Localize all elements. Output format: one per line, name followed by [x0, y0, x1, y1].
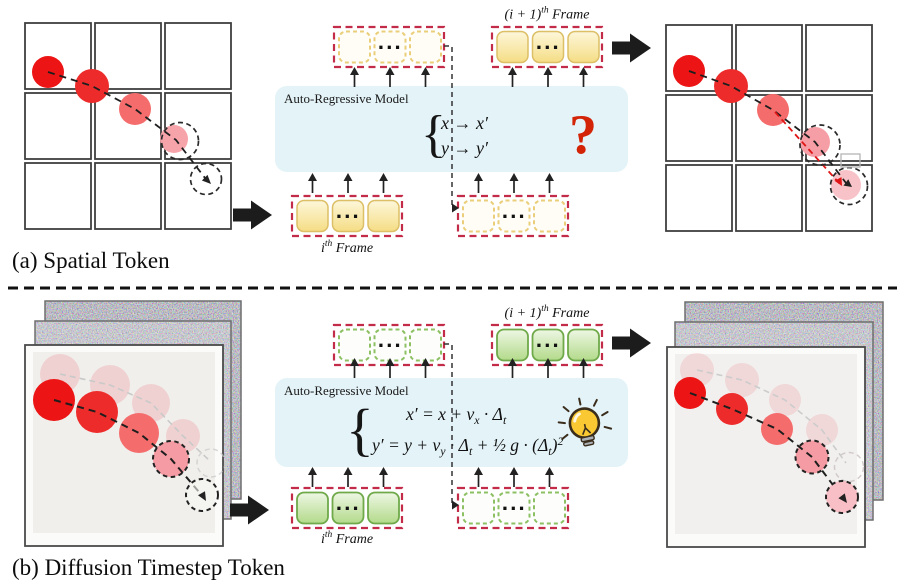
- input-frame-token-group-a: [290, 194, 404, 238]
- equation-b-line1: x′ = x + vx · Δt: [405, 404, 507, 427]
- trajectory-ball: [76, 391, 118, 433]
- input-frame-label-b: ith Frame: [321, 530, 373, 547]
- question-mark-icon: ?: [569, 104, 597, 166]
- input-frame-grid: [24, 22, 232, 230]
- auto-regressive-model-box-b: [275, 378, 628, 467]
- trajectory-ball: [716, 393, 748, 425]
- trajectory-ball: [119, 413, 159, 453]
- arrowhead: [201, 174, 211, 184]
- output-frame-label-a: (i + 1)th Frame: [505, 6, 590, 23]
- output-frame-label-b: (i + 1)th Frame: [505, 304, 590, 321]
- big-arrow-right-icon: [233, 200, 272, 230]
- trajectory-path: [688, 70, 847, 184]
- predicted-path-red: [774, 111, 841, 185]
- panel-b-diffusion-timestep-token: Auto-Regressive Model { x′ = x + vx · Δt…: [12, 300, 884, 580]
- big-arrow-right-icon: [230, 495, 269, 525]
- ghost-ring: [833, 451, 865, 483]
- dashed-position-ring: [160, 121, 200, 161]
- trajectory-input-b: [33, 354, 226, 512]
- lightbulb-icon: [557, 397, 613, 447]
- input-arrows: [473, 172, 555, 194]
- trajectory-ball: [757, 94, 789, 126]
- feedback-arrowhead: [452, 203, 459, 213]
- next-position-ring: [189, 162, 223, 196]
- input-arrows: [307, 466, 389, 488]
- big-arrow-right-icon: [612, 33, 651, 63]
- caption-panel-a: (a) Spatial Token: [12, 248, 170, 273]
- trajectory-path: [689, 392, 840, 494]
- dashed-position-ring: [799, 124, 841, 166]
- caption-panel-b: (b) Diffusion Timestep Token: [12, 555, 285, 580]
- fedback-token-group-a: [456, 194, 570, 238]
- right-angle-marker: [840, 153, 861, 168]
- trajectory-ball: [75, 69, 109, 103]
- trajectory-ball: [119, 93, 151, 125]
- arrowhead: [838, 493, 847, 503]
- input-frame-label-a: ith Frame: [321, 239, 373, 256]
- model-label-b: Auto-Regressive Model: [284, 383, 409, 398]
- trajectory-output-b: [674, 353, 865, 514]
- trajectory-input-a: [32, 56, 223, 196]
- big-arrow-right-icon: [612, 328, 651, 358]
- panel-a-spatial-token: Auto-Regressive Model { x → x′ y → y′ ? …: [12, 6, 873, 273]
- ghost-path: [696, 369, 847, 464]
- equation-brace-b: {: [346, 397, 374, 462]
- predicted-token-group-top-left-a: [332, 25, 446, 69]
- predicted-token-group-top-left-b: [332, 323, 446, 367]
- feedback-line-b: [444, 343, 453, 505]
- model-label-a: Auto-Regressive Model: [284, 91, 409, 106]
- equation-b-line2: y′ = y + vy · Δt + ½ g · (Δt)2: [370, 434, 563, 458]
- input-frame-token-group-b: [290, 486, 404, 530]
- arrowhead: [843, 179, 852, 187]
- trajectory-output-a: [673, 55, 869, 206]
- output-arrows: [507, 66, 589, 88]
- trajectory-ball: [761, 413, 793, 445]
- next-frame-token-group-a: [490, 25, 604, 69]
- trajectory-path: [53, 399, 200, 493]
- ghost-path: [59, 373, 210, 461]
- ghost-ring: [196, 448, 226, 478]
- output-frame-grid: [665, 24, 873, 232]
- fedback-token-group-b: [456, 486, 570, 530]
- red-arrowhead: [834, 177, 842, 186]
- arrowhead: [198, 491, 206, 501]
- equation-a-line2: y → y′: [439, 138, 489, 158]
- feedback-line-a: [444, 45, 453, 208]
- trajectory-ball-dashed: [794, 439, 830, 475]
- trajectory-path: [47, 71, 206, 179]
- input-arrows: [473, 466, 555, 488]
- output-arrows: [349, 66, 431, 88]
- trajectory-ball: [714, 69, 748, 103]
- bulb-rays: [557, 397, 613, 441]
- input-arrows: [307, 172, 389, 194]
- next-frame-token-group-b: [490, 323, 604, 367]
- equation-brace-a: {: [421, 106, 446, 163]
- equation-a-line1: x → x′: [440, 113, 489, 133]
- feedback-arrowhead: [452, 500, 459, 510]
